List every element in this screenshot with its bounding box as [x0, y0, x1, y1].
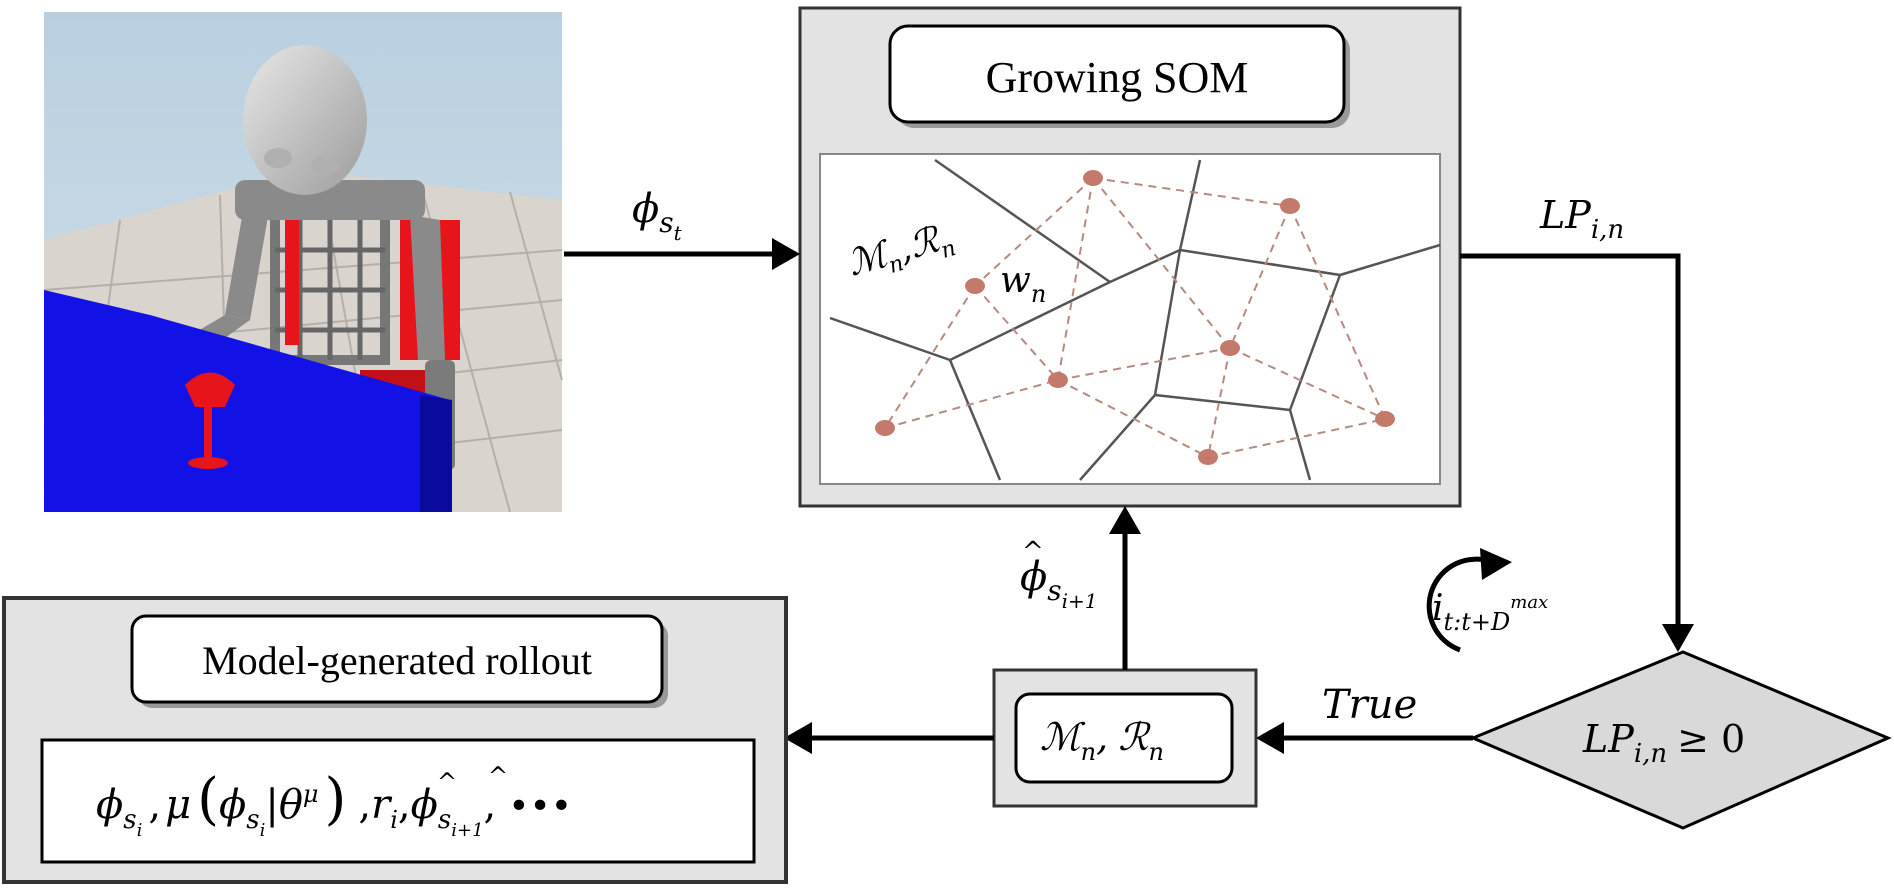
som-node	[875, 420, 895, 436]
som-node	[1083, 170, 1103, 186]
true-label: True	[1322, 682, 1417, 728]
som-node	[1048, 372, 1068, 388]
loop-arrow-icon	[1426, 556, 1493, 653]
model-box: ℳn,ℛn	[992, 668, 1258, 808]
voronoi-boundaries	[829, 158, 1441, 481]
som-node	[1375, 411, 1395, 427]
model-label: ℳn,ℛn	[1040, 715, 1164, 766]
rollout-title: Model-generated rollout	[202, 638, 592, 683]
iteration-label: it:t+Dmax	[1432, 588, 1548, 636]
predicted-state-label: ϕsi+1	[1020, 554, 1098, 613]
lp-edge: LPi,n	[1460, 193, 1694, 652]
som-node	[1220, 340, 1240, 356]
input-edge: ϕst	[564, 186, 800, 270]
robot-scene-image	[43, 12, 563, 513]
som-title-box	[888, 24, 1346, 124]
som-node	[965, 278, 985, 294]
loop-indicator: it:t+Dmax	[1426, 548, 1548, 653]
next-state-hat: ^	[488, 762, 508, 790]
lp-label: LPi,n	[1539, 193, 1624, 245]
som-node	[1280, 198, 1300, 214]
som-title: Growing SOM	[986, 53, 1249, 102]
som-nodes	[875, 170, 1395, 465]
rollout-sequence-box	[40, 738, 756, 864]
som-node	[1198, 449, 1218, 465]
decision-node: LPi,n≥ 0	[1469, 650, 1892, 830]
predicted-hat: ^	[1022, 537, 1044, 567]
input-state-label: ϕst	[632, 186, 683, 245]
reward-hat: ^	[437, 768, 457, 796]
rollout-sequence: ϕsi,μ(ϕsi|θμ),ri,ϕsi+1,•••	[96, 767, 572, 841]
prediction-edge: ϕsi+1 ^	[1020, 506, 1141, 670]
rollout-edge	[784, 722, 994, 754]
rollout-panel: Model-generated rollout ϕsi,μ(ϕsi|θμ),ri…	[2, 596, 788, 884]
node-connections	[884, 177, 1386, 458]
true-edge: True	[1256, 682, 1473, 754]
node-weight-label: wn	[1000, 260, 1046, 308]
som-lattice-area	[819, 153, 1441, 485]
decision-label: LPi,n≥ 0	[1582, 717, 1745, 769]
som-panel: Growing SOM	[798, 6, 1462, 508]
